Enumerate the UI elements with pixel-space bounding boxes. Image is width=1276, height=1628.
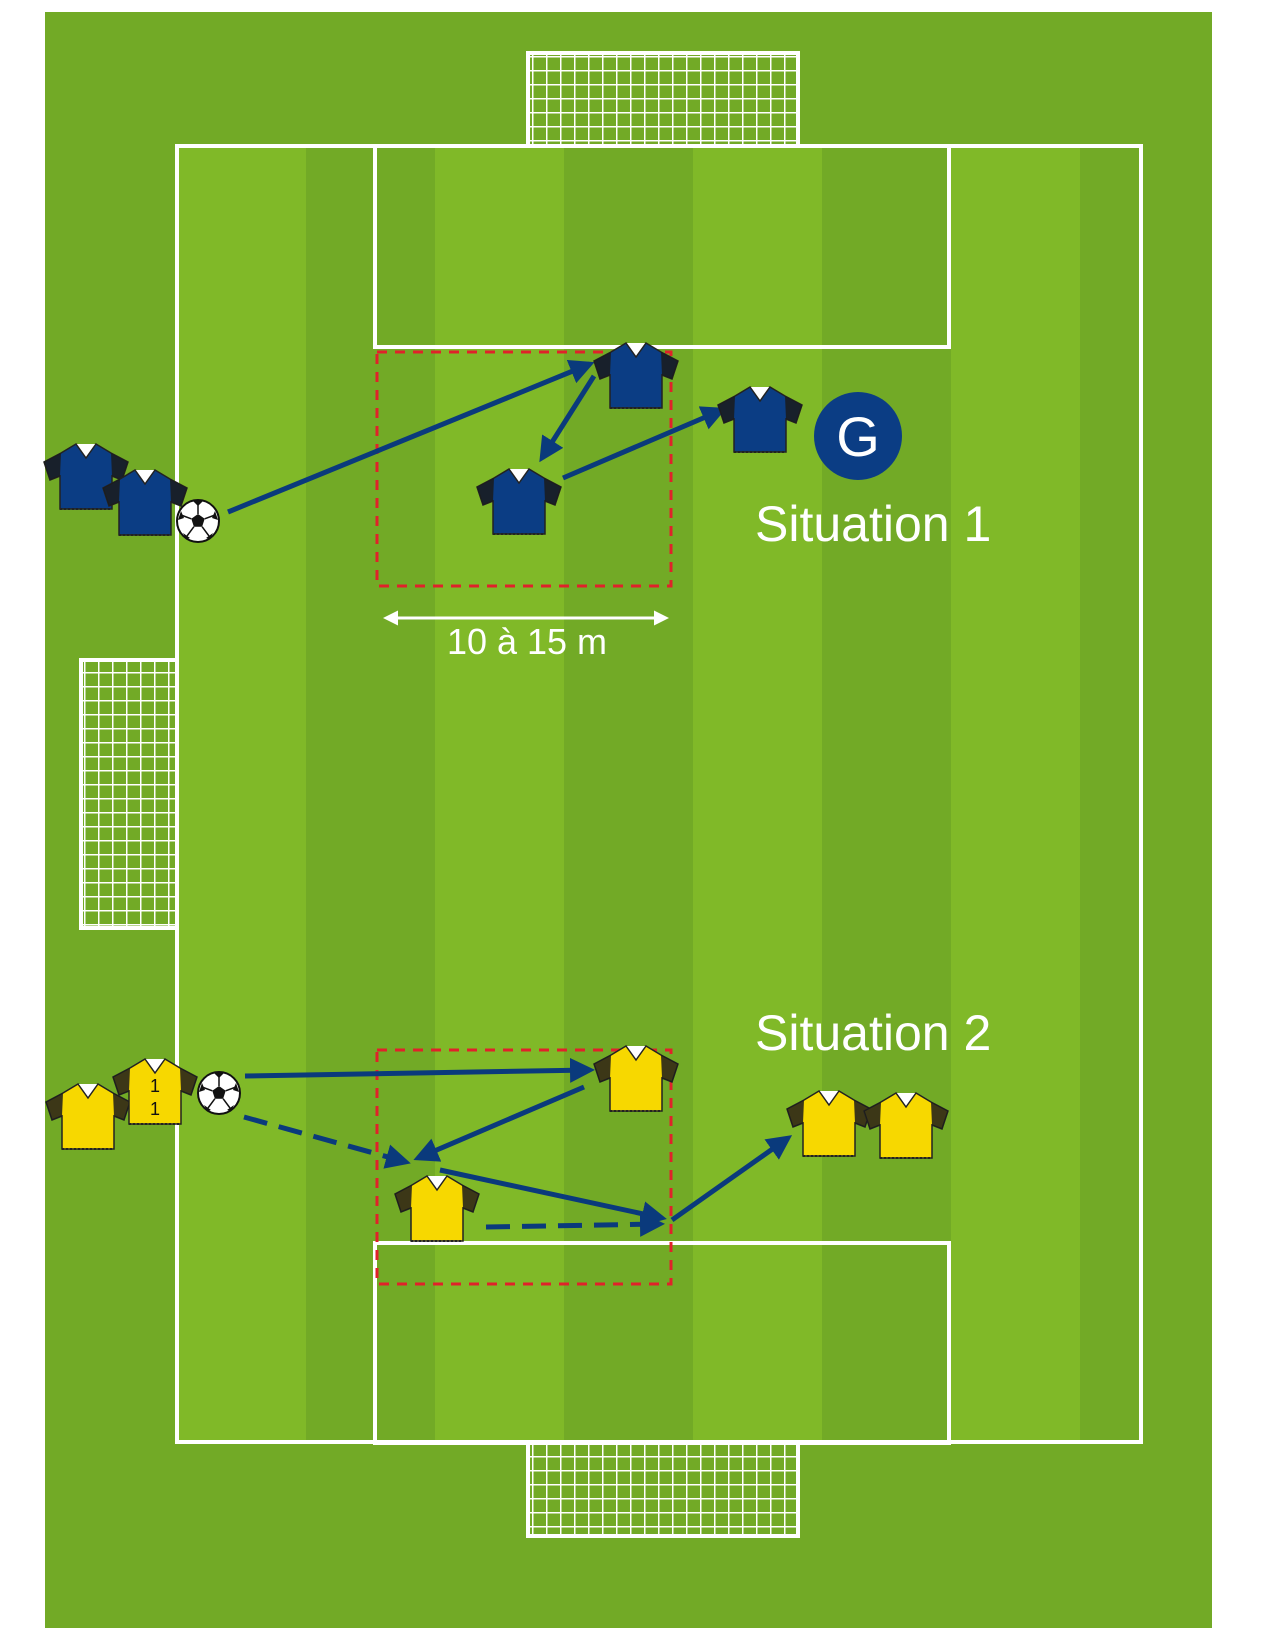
soccer-ball-icon: [177, 500, 219, 542]
situation-1-label: Situation 1: [755, 496, 991, 552]
soccer-ball-icon: [198, 1072, 240, 1114]
situation-2-label: Situation 2: [755, 1005, 991, 1061]
goalkeeper-badge-label: G: [836, 405, 880, 468]
left-goal-net: [81, 660, 177, 928]
distance-label: 10 à 15 m: [447, 621, 607, 662]
top-goal-net: [528, 53, 798, 146]
grass-stripes: [177, 146, 1141, 1442]
bottom-goal-net: [528, 1442, 798, 1536]
shirt-number-bottom: 1: [150, 1099, 160, 1119]
shirt-number-top: 1: [150, 1076, 160, 1096]
